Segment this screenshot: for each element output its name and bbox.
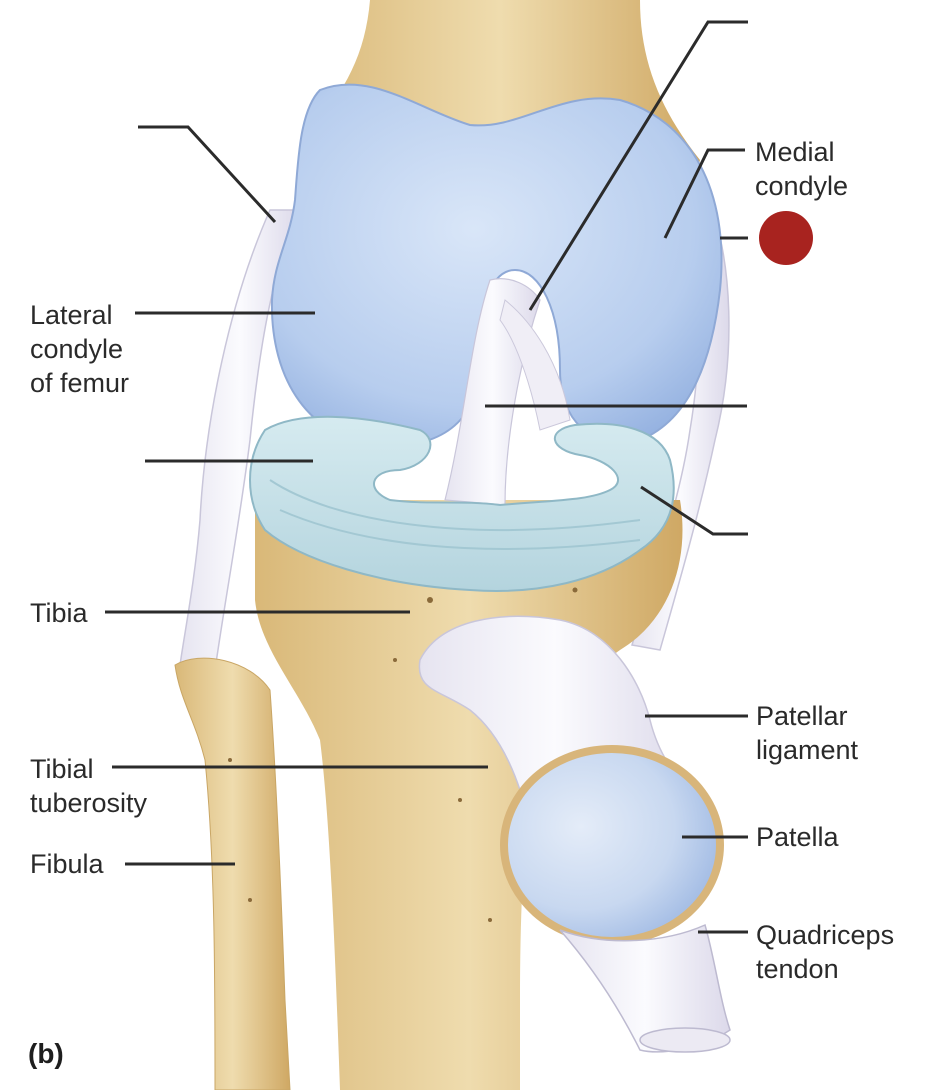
patella-shape <box>500 745 724 945</box>
label-tibia: Tibia <box>30 598 88 628</box>
panel-label: (b) <box>28 1038 64 1069</box>
label-patellar-ligament: Patellar ligament <box>756 701 859 765</box>
cruciate-ligaments <box>444 278 571 506</box>
femoral-condyles <box>270 83 723 447</box>
label-medial-condyle: Medial condyle <box>755 137 849 201</box>
label-patella: Patella <box>756 822 839 852</box>
leader-lines <box>105 20 748 934</box>
label-tibial-tuberosity: Tibial tuberosity <box>30 754 148 818</box>
label-fibula: Fibula <box>30 849 104 879</box>
fibula <box>174 657 291 1090</box>
label-lateral-condyle-of-femur: Lateral condyle of femur <box>30 300 130 398</box>
leader-medial-condyle <box>663 148 745 239</box>
leader-top-right <box>528 20 748 311</box>
label-quadriceps-tendon: Quadriceps tendon <box>756 920 895 984</box>
answer-marker-dot <box>759 211 813 265</box>
leader-meniscus-right <box>640 485 748 536</box>
leader-upper-left <box>138 125 277 224</box>
quadriceps-tendon-shape <box>559 923 731 1053</box>
menisci <box>249 415 675 592</box>
